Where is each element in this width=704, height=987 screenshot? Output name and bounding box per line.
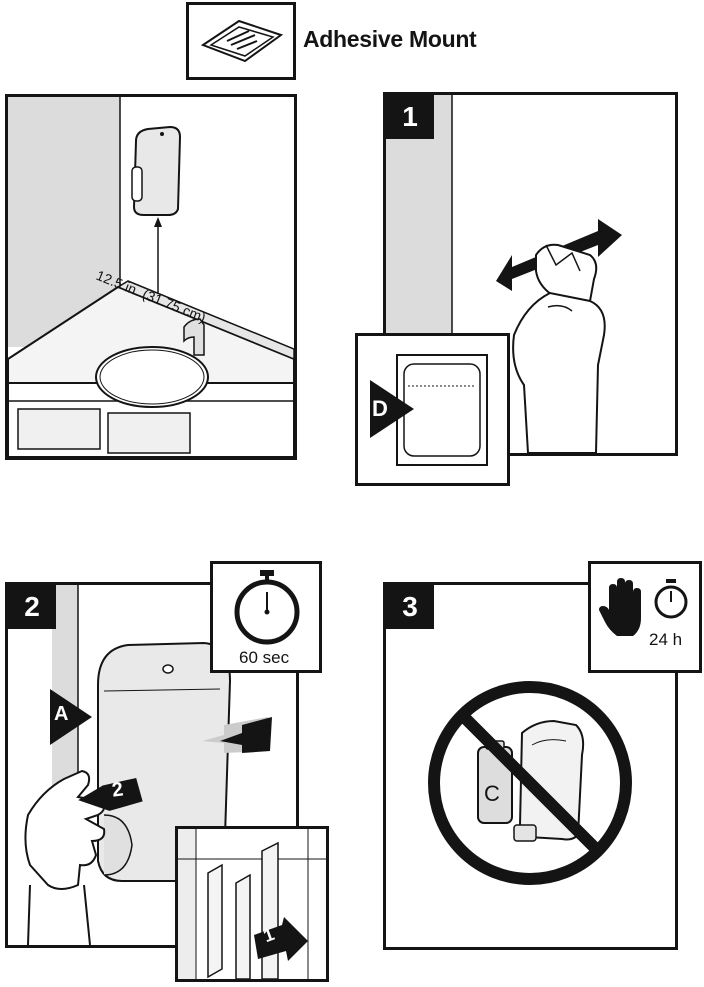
remove-liner-illustration xyxy=(178,829,326,979)
wall-dispenser-icon xyxy=(131,125,182,216)
install-height-illustration xyxy=(8,97,294,457)
step-2-number: 2 xyxy=(8,585,56,629)
install-height-panel: 12.5 in. (31.75 cm) xyxy=(5,94,297,460)
timer-label: 60 sec xyxy=(239,648,290,667)
step-2-inset: 1 xyxy=(175,826,329,982)
step-1-inset: D xyxy=(355,333,510,486)
label-d: D xyxy=(372,396,388,421)
wait-box: 24 h xyxy=(588,561,702,673)
hand-stop-icon xyxy=(599,578,641,636)
battery-label: C xyxy=(484,781,500,806)
small-stopwatch-icon xyxy=(654,579,688,619)
label-a-pointer-icon xyxy=(50,689,92,745)
dispenser-icon xyxy=(97,641,232,882)
step-3-number: 3 xyxy=(386,585,434,629)
adhesive-mount-icon-box xyxy=(186,2,296,80)
stopwatch-icon xyxy=(234,570,300,645)
mount-dispenser-illustration xyxy=(24,585,272,945)
step-1-number: 1 xyxy=(386,95,434,139)
adhesive-mount-title: Adhesive Mount xyxy=(303,26,477,52)
wait-label: 24 h xyxy=(649,630,683,649)
timer-box: 60 sec xyxy=(210,561,322,673)
no-refill-illustration xyxy=(428,681,632,885)
prohibited-icon xyxy=(428,681,632,885)
adhesive-mount-pad-icon xyxy=(200,19,284,63)
label-d-pointer-icon xyxy=(370,380,414,438)
label-a: A xyxy=(54,703,69,725)
